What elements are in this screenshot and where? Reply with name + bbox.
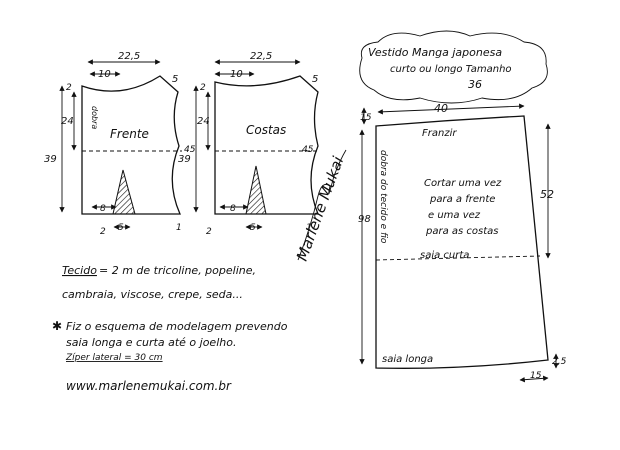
front-hem-mark: 1 xyxy=(176,223,182,233)
skirt-length-long: 98 xyxy=(358,214,371,225)
back-dart xyxy=(245,165,267,215)
front-armhole: 24 xyxy=(61,116,74,127)
signature: Marlene Mukai xyxy=(293,149,348,263)
instruction-line1: Fiz o esquema de modelagem prevendo xyxy=(66,320,288,333)
fabric-label: Tecido xyxy=(62,264,97,277)
skirt: 40 15 Franzir dobra do tecido e fio 98 5… xyxy=(358,102,567,383)
back-waist-mark: 45 xyxy=(302,145,314,155)
front-bottom-width: 8 xyxy=(100,204,106,214)
skirt-top-width: 40 xyxy=(434,102,448,115)
zipper-note: Zíper lateral = 30 cm xyxy=(65,353,163,363)
front-side-length: 39 xyxy=(44,154,57,165)
skirt-franzir: Franzir xyxy=(422,128,457,139)
back-neck-width: 10 xyxy=(230,69,243,80)
back-neck-depth: 2 xyxy=(200,83,206,93)
back-bodice: Costas 22,5 10 5 2 24 39 45 8 5 2 1 xyxy=(178,51,320,237)
back-bottom-width: 8 xyxy=(230,204,236,214)
fabric-line2: cambraia, viscose, crepe, seda... xyxy=(62,288,243,301)
front-fold-text: dobra xyxy=(90,106,99,129)
title-outline xyxy=(359,30,548,104)
front-bodice-outline xyxy=(81,75,181,215)
front-top-width: 22,5 xyxy=(118,51,140,62)
skirt-short-label: saia curta xyxy=(420,250,469,261)
title-line1: Vestido Manga japonesa xyxy=(368,46,502,59)
fabric-line1: = 2 m de tricoline, popeline, xyxy=(99,264,256,277)
back-armhole: 24 xyxy=(197,116,210,127)
back-shoulder-drop: 5 xyxy=(312,74,318,85)
instruction-line2: saia longa e curta até o joelho. xyxy=(66,336,236,349)
title-line2: curto ou longo Tamanho xyxy=(390,64,512,75)
title-cloud: Vestido Manga japonesa curto ou longo Ta… xyxy=(359,30,548,104)
title-line3: 36 xyxy=(468,78,482,91)
front-bodice: Frente 22,5 10 5 2 24 39 45 8 5 2 1 dobr… xyxy=(44,51,196,237)
skirt-length-short: 52 xyxy=(540,188,554,201)
skirt-left-top: 15 xyxy=(360,113,372,123)
skirt-long-label: saia longa xyxy=(382,354,433,365)
back-dart-side: 2 xyxy=(206,227,212,237)
signature-flourish xyxy=(297,149,347,261)
front-dart xyxy=(112,169,136,215)
front-label: Frente xyxy=(110,127,149,141)
signature-text: Marlene Mukai xyxy=(293,153,348,263)
front-dart-side: 2 xyxy=(100,227,106,237)
front-waist-mark: 45 xyxy=(184,145,196,155)
asterisk-icon: ✱ xyxy=(52,319,62,333)
skirt-outline xyxy=(375,115,549,369)
back-side-length: 39 xyxy=(178,154,191,165)
skirt-short-line xyxy=(375,255,541,261)
skirt-hem-bottom: 15 xyxy=(530,371,542,381)
notes: Tecido = 2 m de tricoline, popeline, cam… xyxy=(52,264,288,393)
back-dart-width: 5 xyxy=(250,223,256,233)
skirt-hem-right: 2,5 xyxy=(552,357,567,367)
back-label: Costas xyxy=(246,123,286,137)
website[interactable]: www.marlenemukai.com.br xyxy=(66,379,232,393)
cut-note-line3: e uma vez xyxy=(428,210,481,221)
front-neck-depth: 2 xyxy=(66,83,72,93)
cut-note-line4: para as costas xyxy=(425,226,499,237)
cut-note-line1: Cortar uma vez xyxy=(424,178,502,189)
front-neck-width: 10 xyxy=(98,69,111,80)
skirt-fold-text: dobra do tecido e fio xyxy=(378,150,388,244)
front-dart-width: 5 xyxy=(118,223,124,233)
back-bodice-outline xyxy=(214,75,319,215)
front-shoulder-drop: 5 xyxy=(172,74,178,85)
back-top-width: 22,5 xyxy=(250,51,272,62)
cut-note-line2: para a frente xyxy=(429,194,495,205)
